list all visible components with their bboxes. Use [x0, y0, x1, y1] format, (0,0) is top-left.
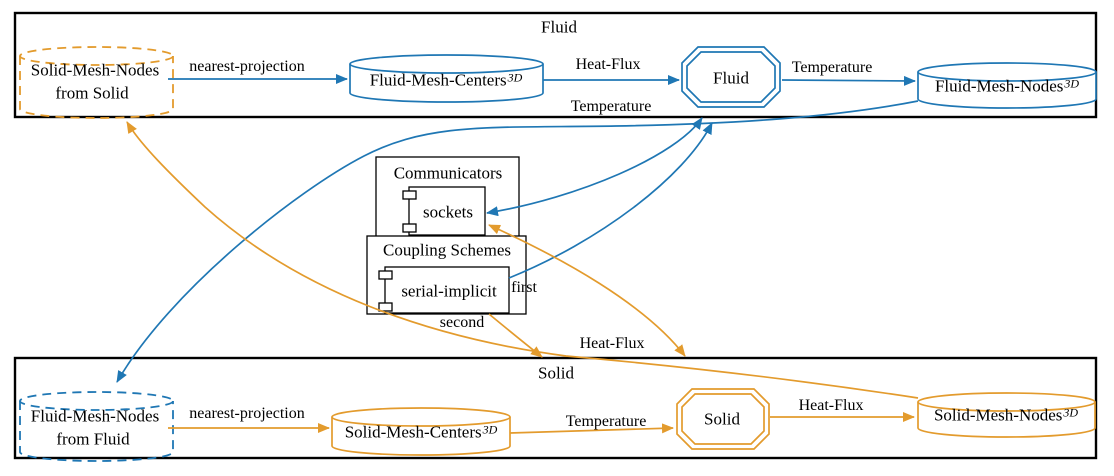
- edge-heat-flux-exchange: [126, 121, 919, 399]
- communicators-title: Communicators: [393, 163, 503, 183]
- fluid-mesh-centers-cylinder: [349, 54, 544, 103]
- solid-mesh-centers-label: Solid-Mesh-Centers3D: [344, 422, 498, 442]
- solid-mesh-nodes-label: Solid-Mesh-Nodes3D: [933, 405, 1079, 425]
- heat-flux-write-label: Heat-Flux: [798, 397, 864, 414]
- mesh-dimension: 3D: [507, 70, 523, 85]
- fluid-solver-octagon: [681, 46, 781, 108]
- serial-implicit-label: serial-implicit: [401, 281, 497, 301]
- edge-fluid-sockets-m2n: [486, 117, 703, 217]
- mesh-dimension: 3D: [1064, 76, 1080, 91]
- received-mesh-bottom-line2: from Fluid: [56, 429, 130, 449]
- edge-temperature-exchange: [116, 100, 919, 383]
- fluid-participant-box: [13, 11, 1098, 119]
- sockets-label: sockets: [422, 202, 474, 222]
- fluid-mesh-nodes-label: Fluid-Mesh-Nodes3D: [934, 76, 1080, 96]
- temperature-exchange-label: Temperature: [570, 98, 652, 115]
- heat-flux-exchange-label: Heat-Flux: [579, 335, 645, 352]
- edge-temperature-write-fluid: [781, 75, 916, 86]
- fluid-solver-label: Fluid: [713, 68, 749, 88]
- received-mesh-top-line2: from Solid: [55, 83, 129, 103]
- second-label: second: [439, 314, 485, 331]
- fluid-mesh-centers-label: Fluid-Mesh-Centers3D: [369, 70, 523, 90]
- heat-flux-read-label: Heat-Flux: [575, 56, 641, 73]
- solid-box-title: Solid: [538, 363, 574, 383]
- edge-solid-sockets-m2n: [488, 224, 686, 357]
- serial-implicit-tab-bottom: [378, 302, 393, 312]
- edge-coupling-second-solid: [488, 313, 543, 358]
- temperature-read-label: Temperature: [565, 413, 647, 430]
- mesh-dimension: 3D: [482, 422, 498, 437]
- coupling-schemes-title: Coupling Schemes: [383, 240, 511, 260]
- received-mesh-bottom-line1: Fluid-Mesh-Nodes: [30, 406, 160, 426]
- mapping-label-solid: nearest-projection: [189, 405, 305, 422]
- received-fluid-mesh-nodes-cylinder: [19, 391, 174, 462]
- solid-mesh-centers-cylinder: [331, 407, 511, 456]
- edge-coupling-first-fluid: [508, 122, 713, 279]
- sockets-component-tab-top: [402, 190, 417, 200]
- mapping-label-fluid: nearest-projection: [189, 58, 305, 75]
- solid-mesh-nodes-cylinder: [917, 392, 1096, 438]
- serial-implicit-tab-top: [378, 270, 393, 280]
- solid-solver-label: Solid: [704, 409, 740, 429]
- sockets-component-tab-bottom: [402, 223, 417, 233]
- solid-participant-box: [13, 356, 1098, 460]
- received-mesh-top-line1: Solid-Mesh-Nodes: [30, 60, 160, 80]
- sockets-component: [408, 186, 486, 236]
- edge-temperature-read-solid: [509, 423, 674, 434]
- mesh-dimension: 3D: [1063, 405, 1079, 420]
- received-solid-mesh-nodes-cylinder: [19, 46, 174, 119]
- fluid-box-title: Fluid: [541, 17, 577, 37]
- solid-solver-octagon: [676, 388, 770, 450]
- fluid-mesh-nodes-cylinder: [917, 62, 1097, 109]
- temperature-write-label: Temperature: [791, 59, 873, 76]
- first-label: first: [511, 279, 537, 296]
